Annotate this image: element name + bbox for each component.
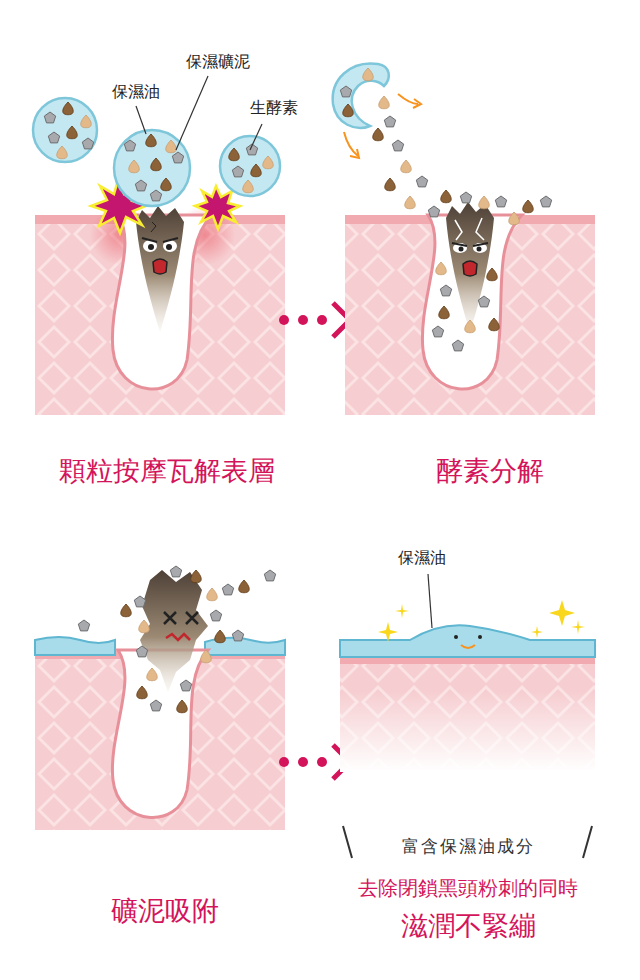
step-arrow	[279, 303, 350, 337]
label-text: 保濕油	[398, 548, 446, 567]
panel-massage	[33, 76, 285, 415]
label-text: 生酵素	[250, 98, 298, 117]
label-text: 富含保濕油成分	[402, 836, 535, 856]
label-text: 顆粒按摩瓦解表層	[59, 455, 275, 487]
label-text: 滋潤不緊繃	[401, 910, 536, 942]
panel-clay	[35, 566, 285, 830]
panel-enzyme	[333, 63, 595, 415]
panel-result	[340, 574, 595, 858]
label-text: 礦泥吸附	[111, 895, 219, 927]
label-text: 去除閉鎖黑頭粉刺的同時	[358, 876, 578, 900]
label-text: 保濕油	[112, 82, 160, 101]
label-text: 保濕礦泥	[186, 52, 250, 71]
step-arrow	[279, 745, 350, 779]
label-text: 酵素分解	[436, 455, 544, 487]
